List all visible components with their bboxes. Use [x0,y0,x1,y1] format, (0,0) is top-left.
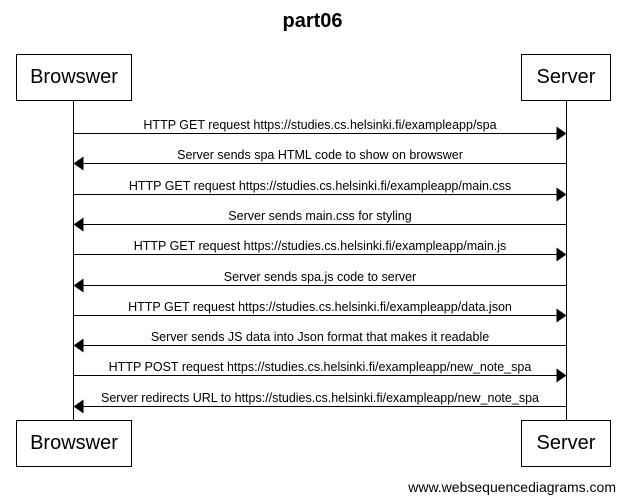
message-label-10: Server redirects URL to https://studies.… [101,390,539,405]
message-arrowhead-2 [73,156,84,171]
message-label-7: HTTP GET request https://studies.cs.hels… [128,299,512,314]
message-arrowhead-10 [73,399,84,414]
lifeline-server [566,101,567,420]
message-label-9: HTTP POST request https://studies.cs.hel… [108,359,532,374]
message-label-5: HTTP GET request https://studies.cs.hels… [133,238,507,253]
message-arrowhead-5 [556,247,567,262]
message-arrowhead-3 [556,187,567,202]
lifeline-browser [73,101,74,420]
message-label-2: Server sends spa HTML code to show on br… [177,147,463,162]
message-label-8: Server sends JS data into Json format th… [150,329,490,344]
message-label-6: Server sends spa.js code to server [223,269,417,284]
message-arrowhead-9 [556,368,567,383]
message-arrowhead-6 [73,278,84,293]
message-label-3: HTTP GET request https://studies.cs.hels… [128,178,512,193]
message-label-1: HTTP GET request https://studies.cs.hels… [143,117,497,132]
footer-watermark: www.websequencediagrams.com [408,479,616,495]
actor-server-top: Server [521,54,611,101]
message-label-4: Server sends main.css for styling [228,208,412,223]
actor-browser-bottom: Browswer [16,420,132,467]
actor-server-bottom: Server [521,420,611,467]
message-arrowhead-8 [73,338,84,353]
message-arrowhead-7 [556,308,567,323]
message-arrowhead-4 [73,217,84,232]
diagram-title: part06 [282,10,343,32]
message-arrowhead-1 [556,126,567,141]
actor-browser-top: Browswer [16,54,132,101]
